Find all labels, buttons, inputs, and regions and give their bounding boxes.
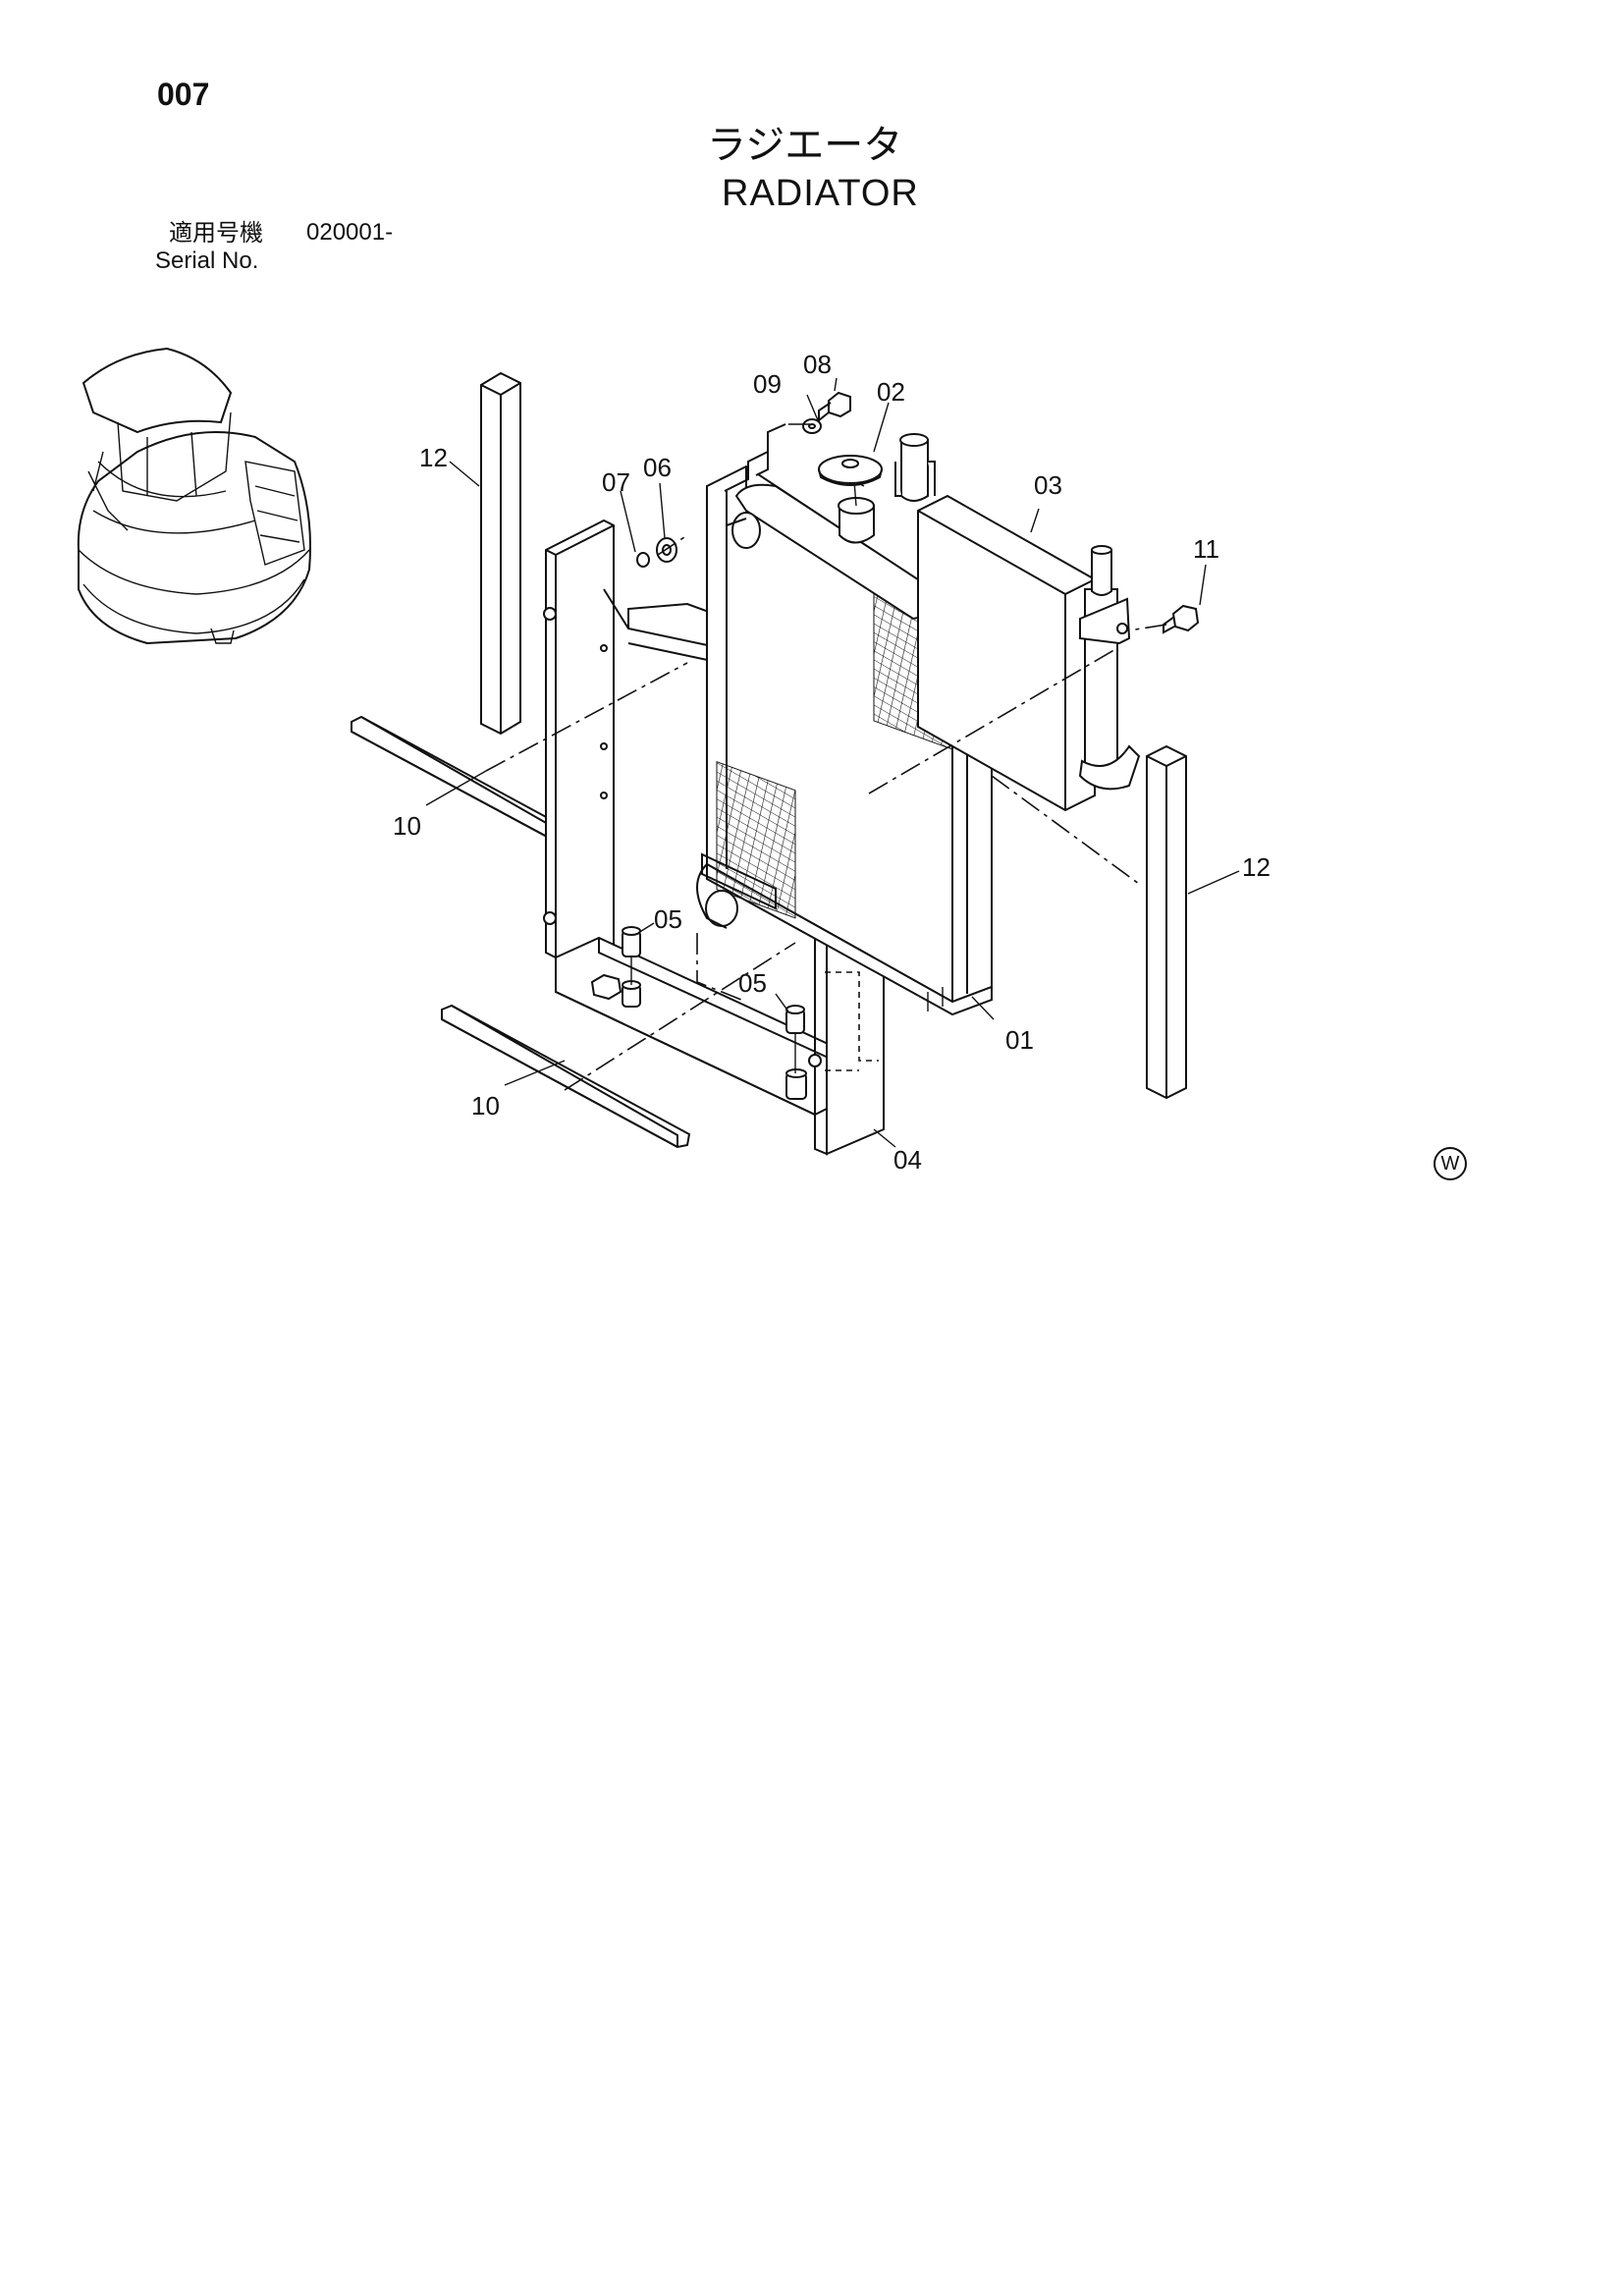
callout-07: 07: [602, 467, 630, 497]
corner-mark-w: W: [1434, 1147, 1467, 1180]
callout-12-right: 12: [1242, 852, 1271, 882]
callout-10-lower: 10: [471, 1091, 500, 1121]
callout-05-lower: 05: [738, 968, 767, 998]
callout-08: 08: [803, 350, 832, 379]
page-title-english: RADIATOR: [722, 173, 919, 214]
part-05-mount-rubbers: [622, 926, 807, 1100]
serial-label-japanese: 適用号機: [169, 219, 263, 246]
machine-location-thumbnail: [77, 347, 311, 645]
part-06-bushing: [656, 537, 677, 563]
part-10-lower-seal-bar: [441, 1004, 691, 1149]
callout-leaders: [425, 377, 1240, 1148]
callout-05-upper: 05: [654, 904, 682, 934]
page-number: 007: [157, 77, 210, 112]
page-title-japanese: ラジエータ: [707, 123, 903, 168]
part-03-oil-cooler: [894, 433, 1141, 812]
callout-12-left: 12: [419, 443, 448, 472]
part-02-radiator-cap: [818, 455, 883, 486]
part-01-radiator-core: [696, 423, 1101, 1016]
serial-number-value: 020001-: [306, 219, 394, 246]
part-09-washer: [802, 418, 822, 434]
callout-09: 09: [753, 369, 782, 399]
callout-02: 02: [877, 377, 905, 407]
part-12-right-strip: [1146, 744, 1187, 1100]
callout-10-upper: 10: [393, 811, 421, 841]
callout-01: 01: [1005, 1025, 1034, 1055]
callout-labels: 01 02 03 04 05 05 06 07 08 09 10 10 11 1…: [393, 350, 1271, 1175]
callout-11: 11: [1193, 534, 1219, 564]
assembly-guide-lines: [485, 423, 1167, 1091]
part-12-left-strip: [480, 371, 521, 736]
part-08-bolt: [818, 391, 851, 423]
part-11-bolt: [1163, 604, 1200, 634]
part-07-washer: [636, 552, 650, 568]
callout-03: 03: [1034, 470, 1062, 500]
callout-06: 06: [643, 453, 672, 482]
serial-label-english: Serial No.: [155, 247, 259, 274]
callout-04: 04: [893, 1145, 922, 1175]
